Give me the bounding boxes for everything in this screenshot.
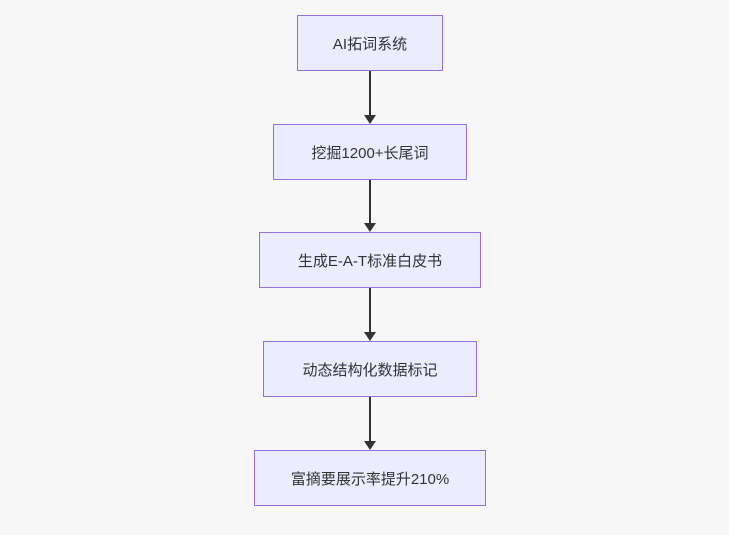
flow-node-ai-word-system: AI拓词系统 (297, 15, 443, 71)
arrow-line (369, 180, 371, 223)
flow-node-structured-data: 动态结构化数据标记 (263, 341, 477, 397)
arrow-down-icon (364, 288, 376, 341)
arrow-down-icon (364, 71, 376, 124)
flow-node-eat-whitepaper: 生成E-A-T标准白皮书 (259, 232, 481, 288)
flow-node-label: AI拓词系统 (332, 35, 408, 53)
flow-node-label: 动态结构化数据标记 (302, 361, 438, 379)
flow-node-label: 富摘要展示率提升210% (290, 470, 450, 488)
arrow-head (364, 223, 376, 232)
arrow-head (364, 441, 376, 450)
arrow-down-icon (364, 180, 376, 232)
flow-node-label: 挖掘1200+长尾词 (311, 144, 429, 162)
arrow-line (369, 397, 371, 441)
arrow-down-icon (364, 397, 376, 450)
flow-node-rich-snippet-result: 富摘要展示率提升210% (254, 450, 486, 506)
flow-node-longtail-keywords: 挖掘1200+长尾词 (273, 124, 467, 180)
arrow-head (364, 332, 376, 341)
flow-node-label: 生成E-A-T标准白皮书 (297, 252, 443, 270)
arrow-line (369, 71, 371, 115)
arrow-line (369, 288, 371, 332)
arrow-head (364, 115, 376, 124)
